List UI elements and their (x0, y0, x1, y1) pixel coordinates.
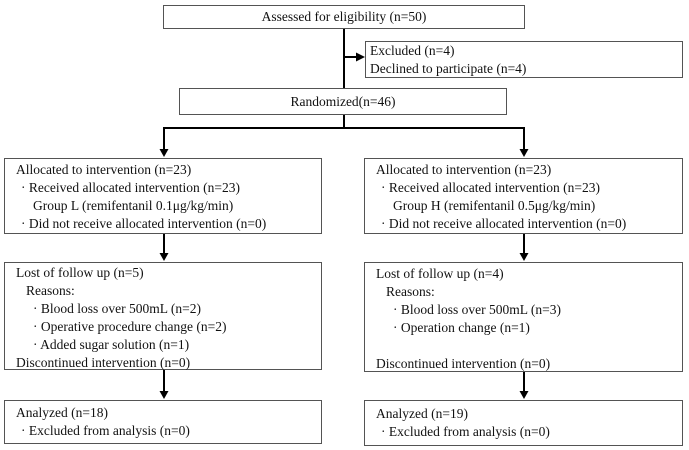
followup-left-line: · Operative procedure change (n=2) (33, 319, 227, 334)
followup-right-line: Reasons: (386, 284, 435, 299)
arrowhead-followup-left (159, 253, 169, 261)
followup-right-line (365, 337, 682, 355)
arrowhead-analyzed-right (519, 391, 529, 399)
randomized-box: Randomized(n=46) (179, 88, 507, 115)
arrowhead-allocation-left (159, 149, 169, 157)
analyzed-right-box: Analyzed (n=19) · Excluded from analysis… (364, 400, 683, 446)
followup-right-box: Lost of follow up (n=4) Reasons: · Blood… (364, 262, 683, 372)
analyzed-right-line: Analyzed (n=19) (376, 406, 468, 421)
followup-left-box: Lost of follow up (n=5) Reasons: · Blood… (4, 262, 322, 370)
analyzed-left-box: Analyzed (n=18) · Excluded from analysis… (4, 400, 322, 444)
arrowhead-allocation-right (519, 149, 529, 157)
allocation-right-line: Group H (remifentanil 0.5μg/kg/min) (393, 198, 596, 213)
followup-left-line: Discontinued intervention (n=0) (16, 355, 191, 370)
assessed-box: Assessed for eligibility (n=50) (163, 5, 525, 29)
allocation-right-line: · Received allocated intervention (n=23) (381, 180, 601, 195)
followup-left-line: · Blood loss over 500mL (n=2) (33, 301, 201, 316)
allocation-left-line: Group L (remifentanil 0.1μg/kg/min) (33, 198, 234, 213)
analyzed-left-line: Analyzed (n=18) (16, 405, 108, 420)
arrowhead-followup-right (519, 253, 529, 261)
followup-left-line: Lost of follow up (n=5) (16, 265, 144, 280)
allocation-right-line: · Did not receive allocated intervention… (381, 216, 627, 231)
allocation-right-line: Allocated to intervention (n=23) (376, 162, 552, 177)
followup-left-line: · Added sugar solution (n=1) (33, 337, 190, 352)
assessed-text: Assessed for eligibility (n=50) (261, 9, 427, 24)
allocation-left-line: · Received allocated intervention (n=23) (21, 180, 241, 195)
arrowhead-analyzed-left (159, 391, 169, 399)
followup-right-line: Discontinued intervention (n=0) (376, 356, 551, 371)
allocation-left-line: Allocated to intervention (n=23) (16, 162, 192, 177)
analyzed-left-line: · Excluded from analysis (n=0) (21, 423, 190, 438)
followup-right-line: · Operation change (n=1) (393, 320, 530, 335)
excluded-line: Excluded (n=4) (370, 43, 455, 58)
allocation-left-line: · Did not receive allocated intervention… (21, 216, 267, 231)
arrowhead-excluded (356, 52, 365, 62)
analyzed-right-line: · Excluded from analysis (n=0) (381, 424, 550, 439)
followup-right-line: Lost of follow up (n=4) (376, 266, 504, 281)
allocation-left-box: Allocated to intervention (n=23) · Recei… (4, 158, 322, 234)
followup-right-line: · Blood loss over 500mL (n=3) (393, 302, 561, 317)
allocation-right-box: Allocated to intervention (n=23) · Recei… (364, 158, 683, 234)
declined-line: Declined to participate (n=4) (370, 61, 527, 76)
excluded-box: Excluded (n=4) Declined to participate (… (365, 41, 683, 78)
randomized-text: Randomized(n=46) (290, 94, 396, 109)
followup-left-line: Reasons: (26, 283, 75, 298)
